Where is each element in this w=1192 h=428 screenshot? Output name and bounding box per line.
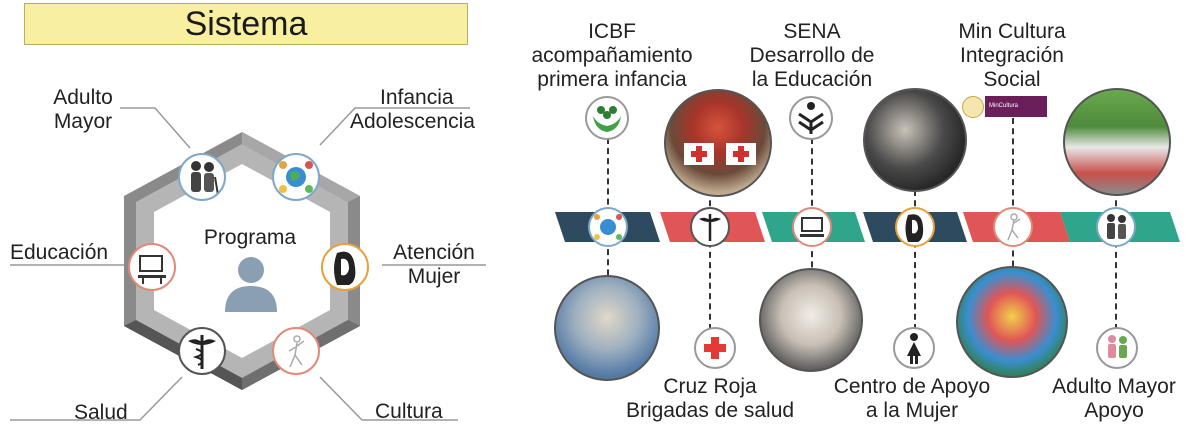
colombia-seal-icon (962, 96, 984, 118)
sena-logo-icon (789, 96, 833, 140)
program-label: Programa (203, 226, 297, 249)
elderly-couple-icon (178, 153, 226, 201)
timeline-band (555, 212, 1180, 242)
label-educacion: Educación (10, 241, 109, 264)
band-computer-icon (792, 207, 832, 247)
cultura-festival-photo (956, 266, 1068, 378)
label-sena: SENA Desarrollo de la Educación (749, 20, 875, 91)
dashed-line-centro-apoyo (914, 190, 916, 330)
woman-silhouette-icon (893, 327, 935, 369)
dancer-icon (272, 327, 320, 375)
label-atencion-mujer: Atención Mujer (393, 241, 475, 288)
label-salud: Salud (74, 401, 128, 424)
label-icbf: ICBF acompañamiento primera infancia (531, 20, 693, 91)
mincultura-logo: MinCultura (985, 96, 1047, 117)
label-mincultura: Min Cultura Integración Social (958, 20, 1066, 91)
caduceus-icon (178, 327, 226, 375)
woman-face-icon (321, 243, 369, 291)
band-woman-face-icon (895, 207, 935, 247)
red-cross-icon (694, 327, 736, 369)
label-cruz-roja: Cruz Roja Brigadas de salud (625, 375, 795, 422)
icbf-hands-icon (585, 96, 629, 140)
band-elderly-icon (1096, 207, 1136, 247)
dashed-line-cruz-roja (709, 190, 711, 330)
label-adulto-mayor-apoyo: Adulto Mayor Apoyo (1052, 375, 1176, 422)
dashed-line-adulto-mayor (1115, 190, 1117, 330)
mincultura-photo (863, 88, 967, 192)
sena-classroom-photo (759, 268, 863, 372)
children-globe-icon (272, 153, 320, 201)
band-children-globe-icon (588, 207, 628, 247)
icbf-children-photo (554, 275, 660, 381)
system-title: Sistema (24, 3, 468, 45)
adulto-mayor-photo (1063, 88, 1171, 196)
label-cultura: Cultura (375, 400, 443, 423)
label-adulto-mayor: Adulto Mayor (53, 86, 113, 133)
elderly-small-icon (1096, 327, 1138, 369)
label-infancia-adolescencia: Infancia Adolescencia (350, 86, 475, 133)
band-caduceus-icon (690, 207, 730, 247)
band-dancer-icon (993, 207, 1033, 247)
computer-classroom-icon (128, 243, 176, 291)
cruz-roja-photo (664, 89, 772, 197)
label-centro-apoyo: Centro de Apoyo a la Mujer (833, 375, 991, 422)
person-icon (225, 257, 277, 312)
